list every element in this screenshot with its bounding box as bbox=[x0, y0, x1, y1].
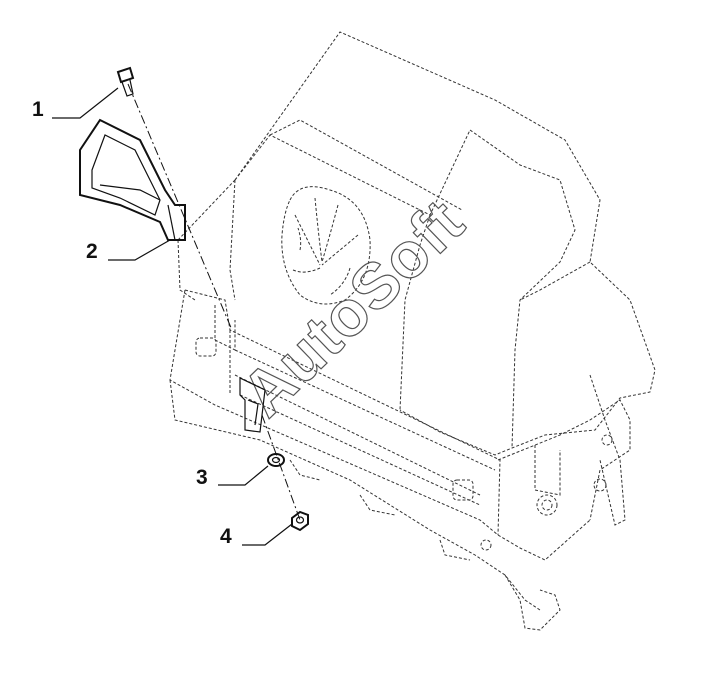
callout-number-1: 1 bbox=[32, 98, 44, 121]
bolt-part bbox=[116, 66, 135, 97]
leader-line-4 bbox=[242, 523, 293, 546]
mount-plate bbox=[239, 377, 266, 433]
leaf-logo bbox=[281, 186, 371, 305]
chassis-frame bbox=[169, 289, 631, 631]
hood-housing bbox=[177, 31, 656, 456]
callout-number-4: 4 bbox=[220, 525, 232, 548]
leader-line-3 bbox=[218, 465, 269, 486]
leader-line-2 bbox=[108, 239, 171, 261]
leader-line-1 bbox=[52, 87, 119, 119]
nut-part bbox=[291, 510, 309, 532]
watermark-text: AutoSoft bbox=[228, 185, 478, 430]
callout-number-2: 2 bbox=[86, 240, 98, 263]
assembly-centerline-lower bbox=[261, 414, 301, 521]
bracket-part bbox=[79, 118, 186, 241]
washer-part bbox=[267, 453, 285, 467]
callout-number-3: 3 bbox=[196, 466, 208, 489]
assembly-centerline bbox=[127, 83, 233, 331]
